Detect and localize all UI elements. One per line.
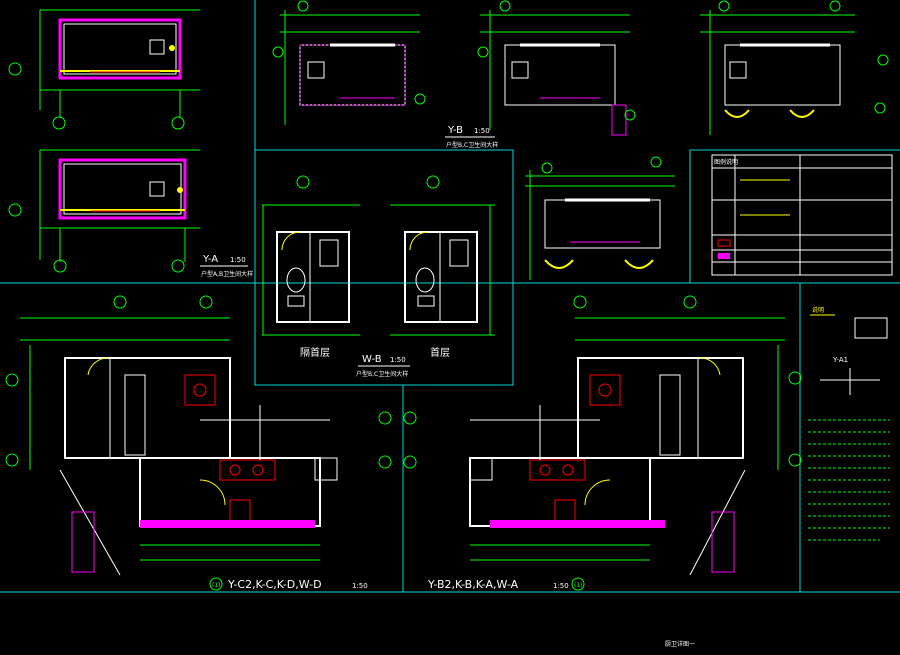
panel-yb2-scale: 1:50 [553, 582, 569, 590]
plan-yb-4 [525, 156, 675, 280]
yc-axis-label: (1) [212, 582, 221, 589]
panel-ya-scale: 1:50 [230, 256, 246, 264]
plan-wb-left [262, 175, 360, 336]
legend-title: 图例说明 [714, 158, 738, 166]
panel-yb-caption: Y-B 1:50 户型B,C卫生间大样 [445, 125, 498, 149]
panel-ya-subtitle: 户型A,B卫生间大样 [201, 270, 253, 278]
plan-ya-lower [8, 149, 200, 273]
plan-yb-2 [477, 0, 636, 136]
plan-wb-right [390, 175, 495, 336]
panel-wb-title: W-B [362, 354, 382, 365]
panel-ya-title: Y-A [202, 254, 218, 265]
plan-ya-upper [8, 9, 200, 130]
sheet-frame [0, 0, 900, 593]
panel-yc-caption: Y-C2,K-C,K-D,W-D 1:50 [227, 578, 368, 591]
yb2-axis-bubble [571, 577, 585, 591]
panel-yb2-caption: Y-B2,K-B,K-A,W-A 1:50 [427, 578, 569, 591]
yc-axis-bubble [209, 577, 223, 591]
panel-yb2-title: Y-B2,K-B,K-A,W-A [427, 578, 519, 591]
wb-right-label: 首层 [430, 346, 450, 359]
sheet-label: 厨卫详图一 [665, 640, 695, 648]
panel-yb-subtitle: 户型B,C卫生间大样 [446, 141, 498, 149]
panel-yc-title: Y-C2,K-C,K-D,W-D [227, 578, 322, 591]
plan-yb-3 [700, 0, 889, 135]
notes-column: 说明 Y-A1 [808, 306, 890, 541]
legend-table: 图例说明 [711, 154, 893, 276]
panel-wb-caption: 隔首层 首层 W-B 1:50 户型B,C卫生间大样 [300, 346, 450, 378]
plan-yc: (1) [5, 295, 392, 591]
yb2-axis-label: (1) [574, 582, 583, 589]
notes-detail-title: 说明 [812, 306, 824, 314]
panel-wb-subtitle: 户型B,C卫生间大样 [356, 370, 408, 378]
panel-wb-scale: 1:50 [390, 356, 406, 364]
notes-detail-label: Y-A1 [832, 356, 848, 364]
sheet-footer: 厨卫详图一 [665, 640, 695, 648]
panel-ya-caption: Y-A 1:50 户型A,B卫生间大样 [200, 254, 253, 278]
panel-yb-scale: 1:50 [474, 127, 490, 135]
plan-yb-1 [272, 0, 426, 125]
plan-yb2: (1) [403, 295, 802, 591]
panel-yc-scale: 1:50 [352, 582, 368, 590]
wb-left-label: 隔首层 [300, 346, 330, 359]
panel-yb-title: Y-B [447, 125, 463, 136]
